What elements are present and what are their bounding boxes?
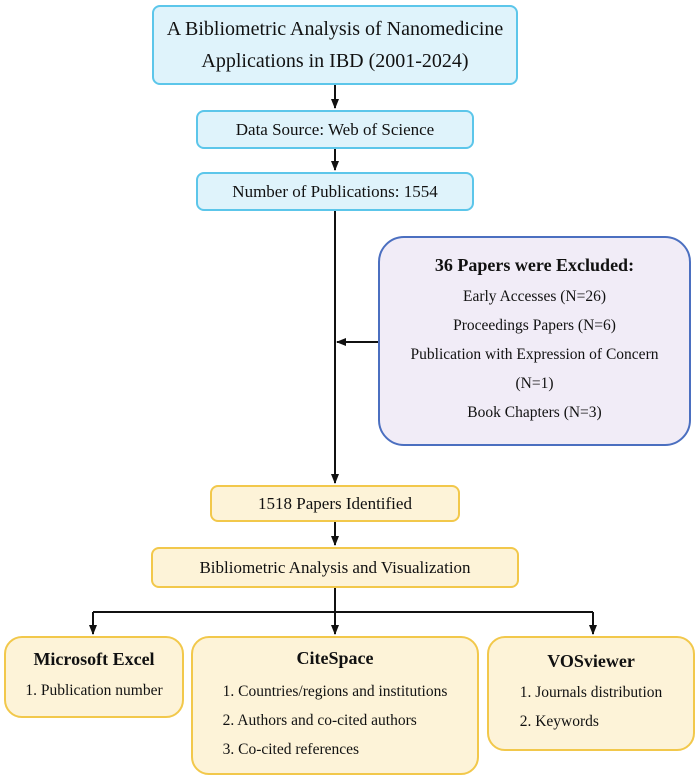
tool-box-vosviewer: VOSviewer 1. Journals distribution 2. Ke… bbox=[487, 636, 695, 751]
identified-box: 1518 Papers Identified bbox=[210, 485, 460, 522]
tool-box-excel: Microsoft Excel 1. Publication number bbox=[4, 636, 184, 718]
analysis-text: Bibliometric Analysis and Visualization bbox=[199, 557, 471, 577]
tool-item: 2. Keywords bbox=[519, 713, 599, 730]
tool-item: 1. Journals distribution bbox=[519, 684, 663, 701]
exclusion-heading: 36 Papers were Excluded: bbox=[434, 255, 635, 275]
title-line-1: A Bibliometric Analysis of Nanomedicine bbox=[166, 18, 504, 40]
exclusion-box: 36 Papers were Excluded: Early Accesses … bbox=[378, 236, 691, 446]
tool-box-citespace: CiteSpace 1. Countries/regions and insti… bbox=[191, 636, 479, 775]
title-box: A Bibliometric Analysis of Nanomedicine … bbox=[152, 5, 518, 85]
publications-box: Number of Publications: 1554 bbox=[196, 172, 474, 211]
tool-items: 1. Journals distribution 2. Keywords bbox=[520, 678, 663, 736]
tool-name: Microsoft Excel bbox=[33, 649, 155, 669]
exclusion-item: Proceedings Papers (N=6) bbox=[453, 317, 616, 334]
tool-items: 1. Countries/regions and institutions 2.… bbox=[223, 677, 448, 764]
exclusion-item: Publication with Expression of Concern bbox=[410, 346, 659, 363]
analysis-box: Bibliometric Analysis and Visualization bbox=[151, 547, 519, 588]
exclusion-item: (N=1) bbox=[515, 375, 554, 392]
tool-name: CiteSpace bbox=[296, 647, 374, 668]
publications-text: Number of Publications: 1554 bbox=[232, 181, 438, 201]
tool-item: 3. Co-cited references bbox=[222, 740, 360, 758]
tool-item: 2. Authors and co-cited authors bbox=[222, 711, 417, 729]
source-box: Data Source: Web of Science bbox=[196, 110, 474, 149]
tool-item: 1. Publication number bbox=[25, 682, 163, 699]
tool-item: 1. Countries/regions and institutions bbox=[222, 682, 448, 700]
exclusion-item: Early Accesses (N=26) bbox=[462, 288, 607, 305]
tool-name: VOSviewer bbox=[547, 651, 635, 671]
tool-items: 1. Publication number bbox=[25, 676, 162, 705]
exclusion-item: Book Chapters (N=3) bbox=[467, 404, 602, 421]
identified-text: 1518 Papers Identified bbox=[258, 493, 412, 513]
source-text: Data Source: Web of Science bbox=[235, 119, 435, 139]
title-line-2: Applications in IBD (2001-2024) bbox=[201, 50, 469, 72]
